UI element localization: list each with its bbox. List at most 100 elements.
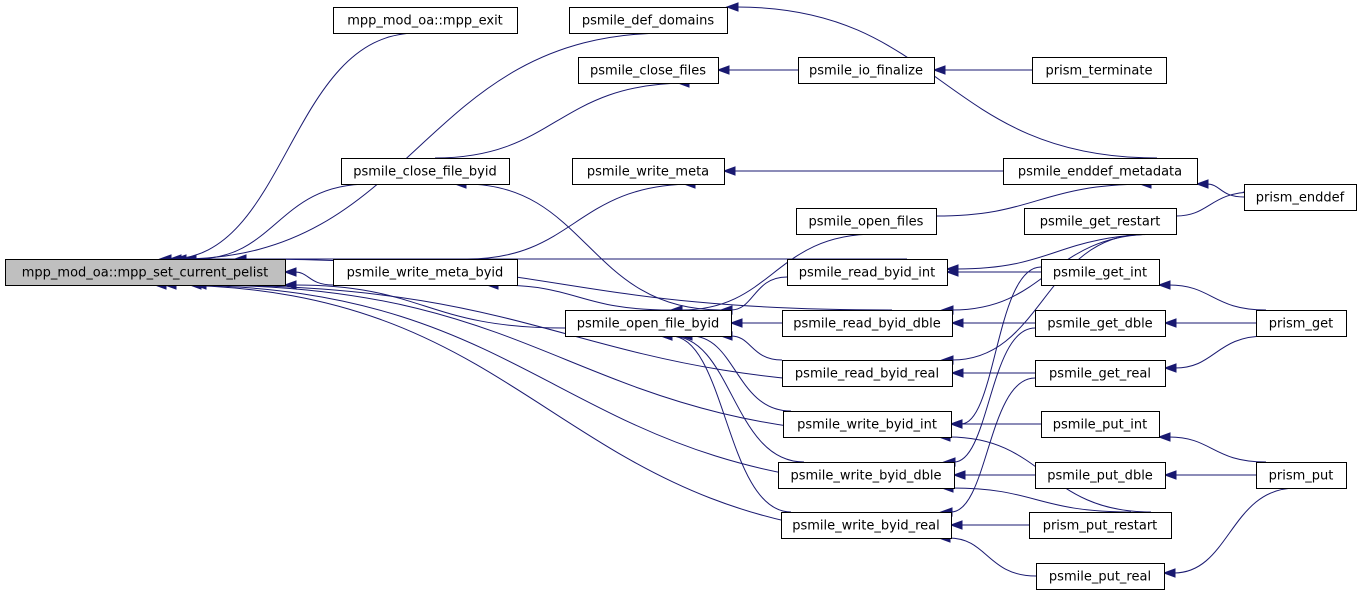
node-readint[interactable]: psmile_read_byid_int [787,259,948,286]
node-box-writemetabyid[interactable] [333,259,518,286]
node-box-putrestart[interactable] [1029,512,1172,539]
edge-arrowhead-writeint [949,419,963,429]
node-prismput[interactable]: prism_put [1256,462,1347,489]
edge-enddefmeta-to-defdom [736,6,1158,159]
node-box-getrestart[interactable] [1024,208,1177,235]
node-box-exit[interactable] [333,7,518,34]
node-defdom[interactable]: psmile_def_domains [569,7,728,34]
edge-arrowhead-readint [945,267,959,277]
edge-writereal-to-openbyid [670,335,792,513]
edge-getint-to-writeint [960,266,1042,425]
node-box-prismenddef[interactable] [1244,184,1357,211]
node-box-enddefmeta[interactable] [1003,158,1198,185]
node-label-writedble: psmile_write_byid_dble [790,469,941,484]
edge-closebyid-to-root [194,183,370,260]
node-box-readint[interactable] [787,259,948,286]
node-prismget[interactable]: prism_get [1256,310,1347,337]
edge-arrowhead-root [283,267,297,277]
node-box-writereal[interactable] [781,512,952,539]
node-putreal[interactable]: psmile_put_real [1036,563,1165,590]
edge-writemetabyid-to-root [294,271,334,286]
node-box-closefiles[interactable] [578,57,719,84]
node-label-defdom: psmile_def_domains [582,14,714,29]
edge-arrowhead-putint [1157,432,1171,442]
node-label-getrestart: psmile_get_restart [1040,215,1161,230]
node-label-prismget: prism_get [1269,317,1334,332]
node-box-prismterm[interactable] [1032,57,1167,84]
node-prismterm[interactable]: prism_terminate [1032,57,1167,84]
edge-openbyid-to-writemetabyid [496,284,672,311]
node-prismenddef[interactable]: prism_enddef [1244,184,1357,211]
edge-openfiles-to-enddefmeta [935,183,1151,217]
edge-writemetabyid-to-writemeta [466,183,695,260]
node-label-closebyid: psmile_close_file_byid [353,165,497,180]
node-openfiles[interactable]: psmile_open_files [796,208,937,235]
node-exit[interactable]: mpp_mod_oa::mpp_exit [333,7,518,34]
node-box-defdom[interactable] [569,7,728,34]
edge-writeint-to-openbyid [690,335,792,412]
node-box-root[interactable] [5,259,286,286]
node-label-writeint: psmile_write_byid_int [797,418,937,433]
edge-putreal-to-writereal [948,537,1037,577]
node-box-putdble[interactable] [1035,462,1166,489]
node-label-putdble: psmile_put_dble [1047,469,1153,484]
node-box-prismget[interactable] [1256,310,1347,337]
node-box-writeint[interactable] [783,411,952,438]
node-writeint[interactable]: psmile_write_byid_int [783,411,952,438]
edge-putrestart-to-writedble [951,487,1132,513]
node-label-readint: psmile_read_byid_int [799,266,935,281]
node-iofin[interactable]: psmile_io_finalize [798,57,935,84]
edge-prismput-to-putint [1168,436,1267,463]
node-box-prismput[interactable] [1256,462,1347,489]
node-writemeta[interactable]: psmile_write_meta [572,158,725,185]
edge-openbyid-to-closebyid [464,183,722,311]
node-root[interactable]: mpp_mod_oa::mpp_set_current_pelist [5,259,286,286]
node-box-writedble[interactable] [778,462,955,489]
node-label-openbyid: psmile_open_file_byid [577,317,719,332]
node-box-putreal[interactable] [1036,563,1165,590]
node-putdble[interactable]: psmile_put_dble [1035,462,1166,489]
node-getrestart[interactable]: psmile_get_restart [1024,208,1177,235]
node-writemetabyid[interactable]: psmile_write_meta_byid [333,259,518,286]
node-openbyid[interactable]: psmile_open_file_byid [565,310,732,337]
edge-getrestart-to-readreal [951,233,1147,361]
node-getdble[interactable]: psmile_get_dble [1035,310,1166,337]
node-label-readdble: psmile_read_byid_dble [793,317,941,332]
node-box-openfiles[interactable] [796,208,937,235]
node-readdble[interactable]: psmile_read_byid_dble [782,310,953,337]
node-label-prismterm: prism_terminate [1046,64,1153,79]
edge-readint-to-openbyid [730,276,788,311]
node-box-getint[interactable] [1041,259,1160,286]
node-writereal[interactable]: psmile_write_byid_real [781,512,952,539]
node-putint[interactable]: psmile_put_int [1041,411,1160,438]
edge-arrowhead-writereal [949,520,963,530]
node-label-exit: mpp_mod_oa::mpp_exit [347,14,503,29]
node-box-getdble[interactable] [1035,310,1166,337]
node-box-closebyid[interactable] [341,158,510,185]
node-box-openbyid[interactable] [565,310,732,337]
edge-getreal-to-writereal [950,377,1036,513]
node-closefiles[interactable]: psmile_close_files [578,57,719,84]
node-getint[interactable]: psmile_get_int [1041,259,1160,286]
node-box-iofin[interactable] [798,57,935,84]
node-putrestart[interactable]: prism_put_restart [1029,512,1172,539]
edge-getdble-to-writedble [953,327,1036,463]
node-box-putint[interactable] [1041,411,1160,438]
node-writedble[interactable]: psmile_write_byid_dble [778,462,955,489]
node-enddefmeta[interactable]: psmile_enddef_metadata [1003,158,1198,185]
edge-openbyid-to-root [294,284,566,329]
edge-arrowhead-putreal [1162,568,1176,578]
node-closebyid[interactable]: psmile_close_file_byid [341,158,510,185]
node-getreal[interactable]: psmile_get_real [1035,360,1166,387]
node-label-writemetabyid: psmile_write_meta_byid [347,266,504,281]
edge-exit-to-root [169,32,418,260]
node-box-readreal[interactable] [782,360,953,387]
edge-arrowhead-readreal [950,368,964,378]
node-box-getreal[interactable] [1035,360,1166,387]
node-readreal[interactable]: psmile_read_byid_real [782,360,953,387]
edge-prismget-to-getreal [1174,335,1267,369]
node-box-readdble[interactable] [782,310,953,337]
edge-arrowhead-openbyid [729,318,743,328]
node-box-writemeta[interactable] [572,158,725,185]
